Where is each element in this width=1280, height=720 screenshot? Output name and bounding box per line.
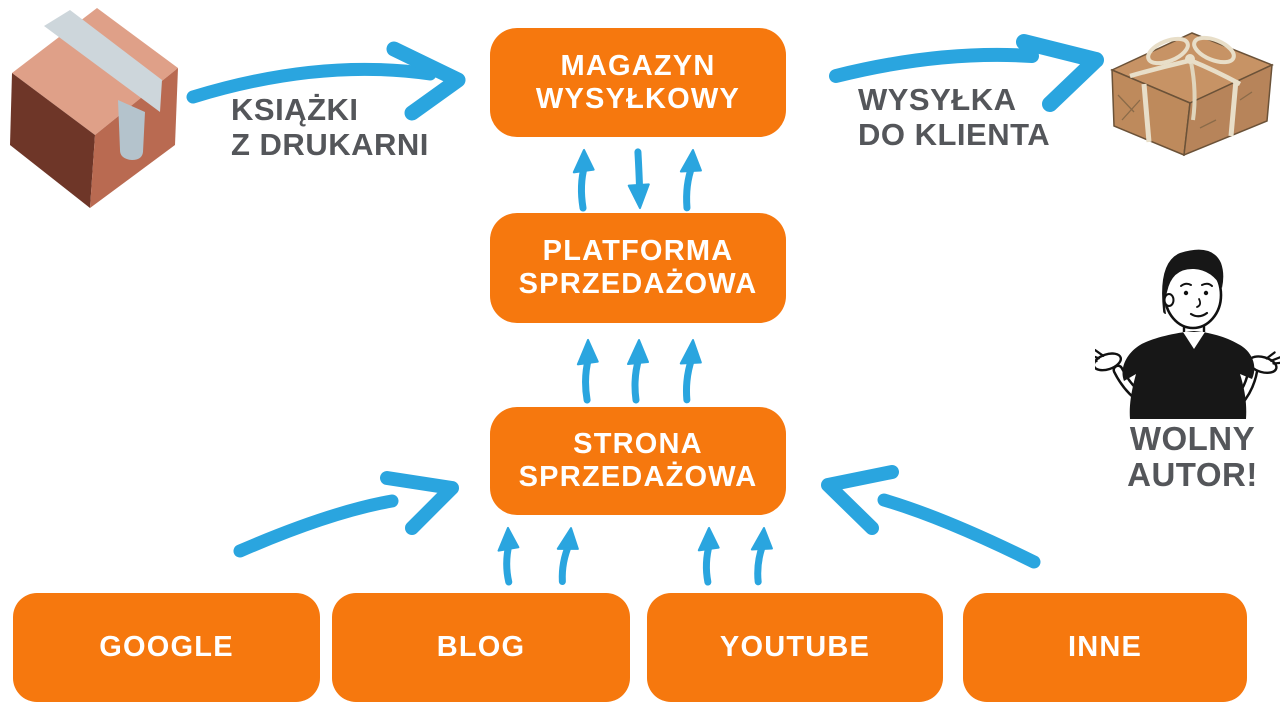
node-magazyn-line2: WYSYŁKOWY [535,82,741,115]
arrow-up [627,339,649,404]
node-inne: INNE [963,593,1247,702]
curved-arrow-right-to-strona [821,465,1041,569]
arrow-up [697,526,720,586]
books-from-printer-label: KSIĄŻKI Z DRUKARNI [231,92,429,162]
books-from-printer-line1: KSIĄŻKI [231,92,359,127]
shipping-to-client-line1: WYSYŁKA [858,82,1017,117]
free-author-line2: AUTOR! [1127,456,1258,493]
books-from-printer-line2: Z DRUKARNI [231,127,429,162]
node-youtube: YOUTUBE [647,593,943,702]
node-google-label: GOOGLE [99,631,234,663]
arrow-up [556,527,579,585]
node-strona-line1: STRONA [573,428,703,460]
free-author-line1: WOLNY [1129,420,1256,457]
curved-arrow-left-to-strona [233,471,459,558]
free-author-label: WOLNY AUTOR! [1105,421,1280,493]
cardboard-box-package-icon [10,8,178,208]
shipping-to-client-line2: DO KLIENTA [858,117,1051,152]
node-youtube-label: YOUTUBE [719,631,871,663]
node-blog: BLOG [332,593,630,702]
node-platforma-sprzedazowa: PLATFORMA SPRZEDAŻOWA [490,213,786,323]
node-magazyn-line1: MAGAZYN [560,49,716,82]
node-google: GOOGLE [13,593,320,702]
arrow-up [576,338,599,404]
arrow-down [627,148,650,210]
node-platforma-line2: SPRZEDAŻOWA [518,268,758,300]
arrow-up [679,339,702,404]
shipping-to-client-label: WYSYŁKA DO KLIENTA [858,82,1050,152]
arrow-up [572,148,595,212]
wrapped-parcel-with-twine-icon [1110,32,1274,157]
arrow-up [497,526,520,586]
node-blog-label: BLOG [436,631,526,663]
shrugging-man-icon [1095,249,1280,419]
node-platforma-line1: PLATFORMA [542,235,734,267]
node-magazyn-wysylkowy: MAGAZYN WYSYŁKOWY [490,28,786,137]
node-strona-sprzedazowa: STRONA SPRZEDAŻOWA [490,407,786,515]
arrow-up [679,149,702,212]
arrow-up [750,527,773,586]
node-strona-line2: SPRZEDAŻOWA [518,461,758,493]
node-inne-label: INNE [1067,631,1143,663]
